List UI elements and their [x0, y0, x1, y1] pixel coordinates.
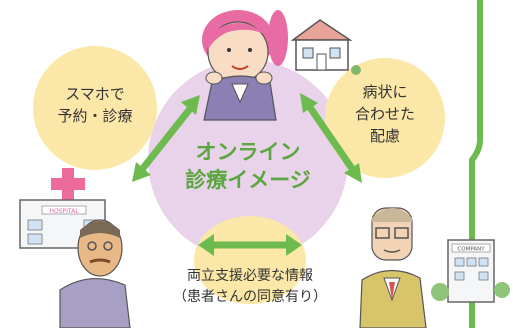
company-icon: COMPANY	[431, 239, 510, 303]
arrow-bottom	[198, 234, 302, 256]
right-bubble-line1: 病状に	[362, 83, 408, 101]
left-bubble-text: スマホで 予約・診療	[40, 84, 150, 128]
divider-line	[469, 0, 483, 328]
bottom-bubble	[194, 216, 306, 304]
left-bubble-line2: 予約・診療	[57, 106, 133, 125]
right-bubble-text: 病状に 合わせた 配慮	[330, 82, 440, 147]
arrow-left	[132, 95, 200, 182]
hospital-sign: HOSPITAL	[49, 208, 79, 215]
center-title: オンライン 診療イメージ	[170, 138, 326, 195]
doctor-illustration	[59, 219, 131, 328]
company-sign: COMPANY	[457, 247, 485, 253]
manager-illustration	[359, 207, 427, 328]
left-bubble-line1: スマホで	[65, 85, 125, 103]
left-bubble	[33, 46, 157, 170]
right-bubble	[325, 58, 445, 178]
center-title-line2: 診療イメージ	[185, 168, 311, 193]
bottom-label-line2: （患者さんの同意有り）	[173, 289, 327, 305]
bottom-label-line1: 両立支援必要な情報	[187, 268, 313, 284]
house-icon	[290, 19, 361, 75]
right-bubble-line3: 配慮	[369, 126, 400, 145]
center-title-line1: オンライン	[195, 140, 301, 164]
arrow-right	[300, 93, 362, 183]
center-circle	[148, 60, 348, 260]
bottom-label: 両立支援必要な情報 （患者さんの同意有り）	[140, 266, 360, 308]
right-bubble-line2: 合わせた	[354, 104, 415, 123]
patient-illustration	[202, 10, 288, 121]
